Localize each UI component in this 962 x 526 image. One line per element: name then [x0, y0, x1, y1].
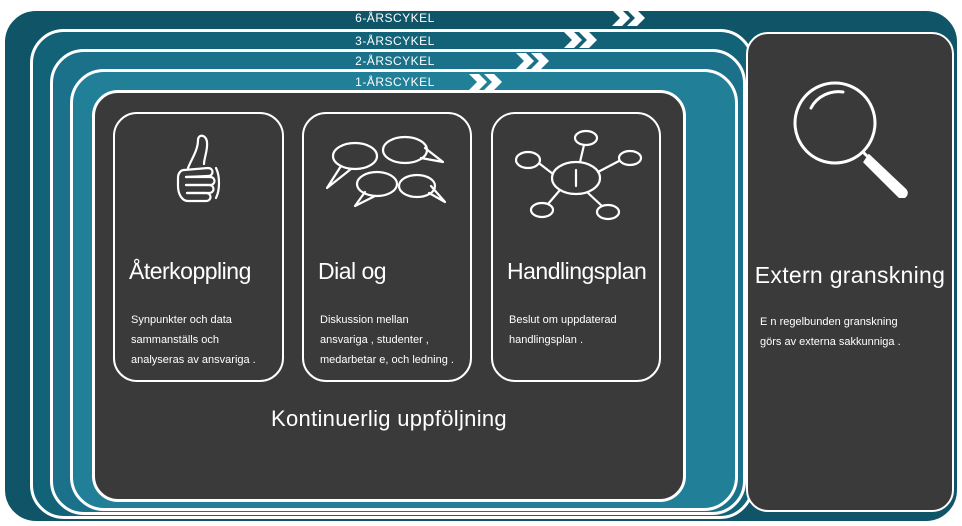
network-icon [493, 128, 659, 228]
card-dialog: Dial og Diskussion mellan ansvariga , st… [302, 112, 472, 382]
cycle-label-6: 6-ÅRSCYKEL [355, 11, 435, 25]
chevron-3-icon [564, 32, 597, 48]
chevron-1-icon [469, 74, 502, 90]
card-description: Beslut om uppdaterad handlingsplan . [509, 314, 617, 346]
magnifier-icon [748, 68, 952, 203]
speech-bubbles-icon [304, 128, 470, 223]
card-title: Handlingsplan [507, 258, 647, 284]
cycle-label-3: 3-ÅRSCYKEL [355, 34, 435, 48]
cycle-label-2: 2-ÅRSCYKEL [355, 54, 435, 68]
chevron-6-icon [612, 10, 645, 26]
continuous-follow-up-label: Kontinuerlig uppföljning [271, 406, 507, 431]
external-review-title: Extern granskning [754, 262, 946, 288]
card-title: Dial og [318, 258, 387, 284]
card-description: Synpunkter och data sammanställs och ana… [131, 314, 256, 366]
card-aterkoppling: Återkoppling Synpunkter och data sammans… [113, 112, 284, 382]
thumbs-up-icon [115, 128, 282, 223]
chevron-2-icon [516, 53, 549, 69]
card-handlingsplan: Handlingsplan Beslut om uppdaterad handl… [491, 112, 661, 382]
external-review-description: E n regelbunden granskning görs av exter… [760, 316, 901, 348]
cycle-label-1: 1-ÅRSCYKEL [355, 75, 435, 89]
card-title: Återkoppling [129, 258, 251, 284]
external-review-panel: Extern granskning E n regelbunden gransk… [746, 32, 954, 512]
card-description: Diskussion mellan ansvariga , studenter … [320, 314, 454, 366]
